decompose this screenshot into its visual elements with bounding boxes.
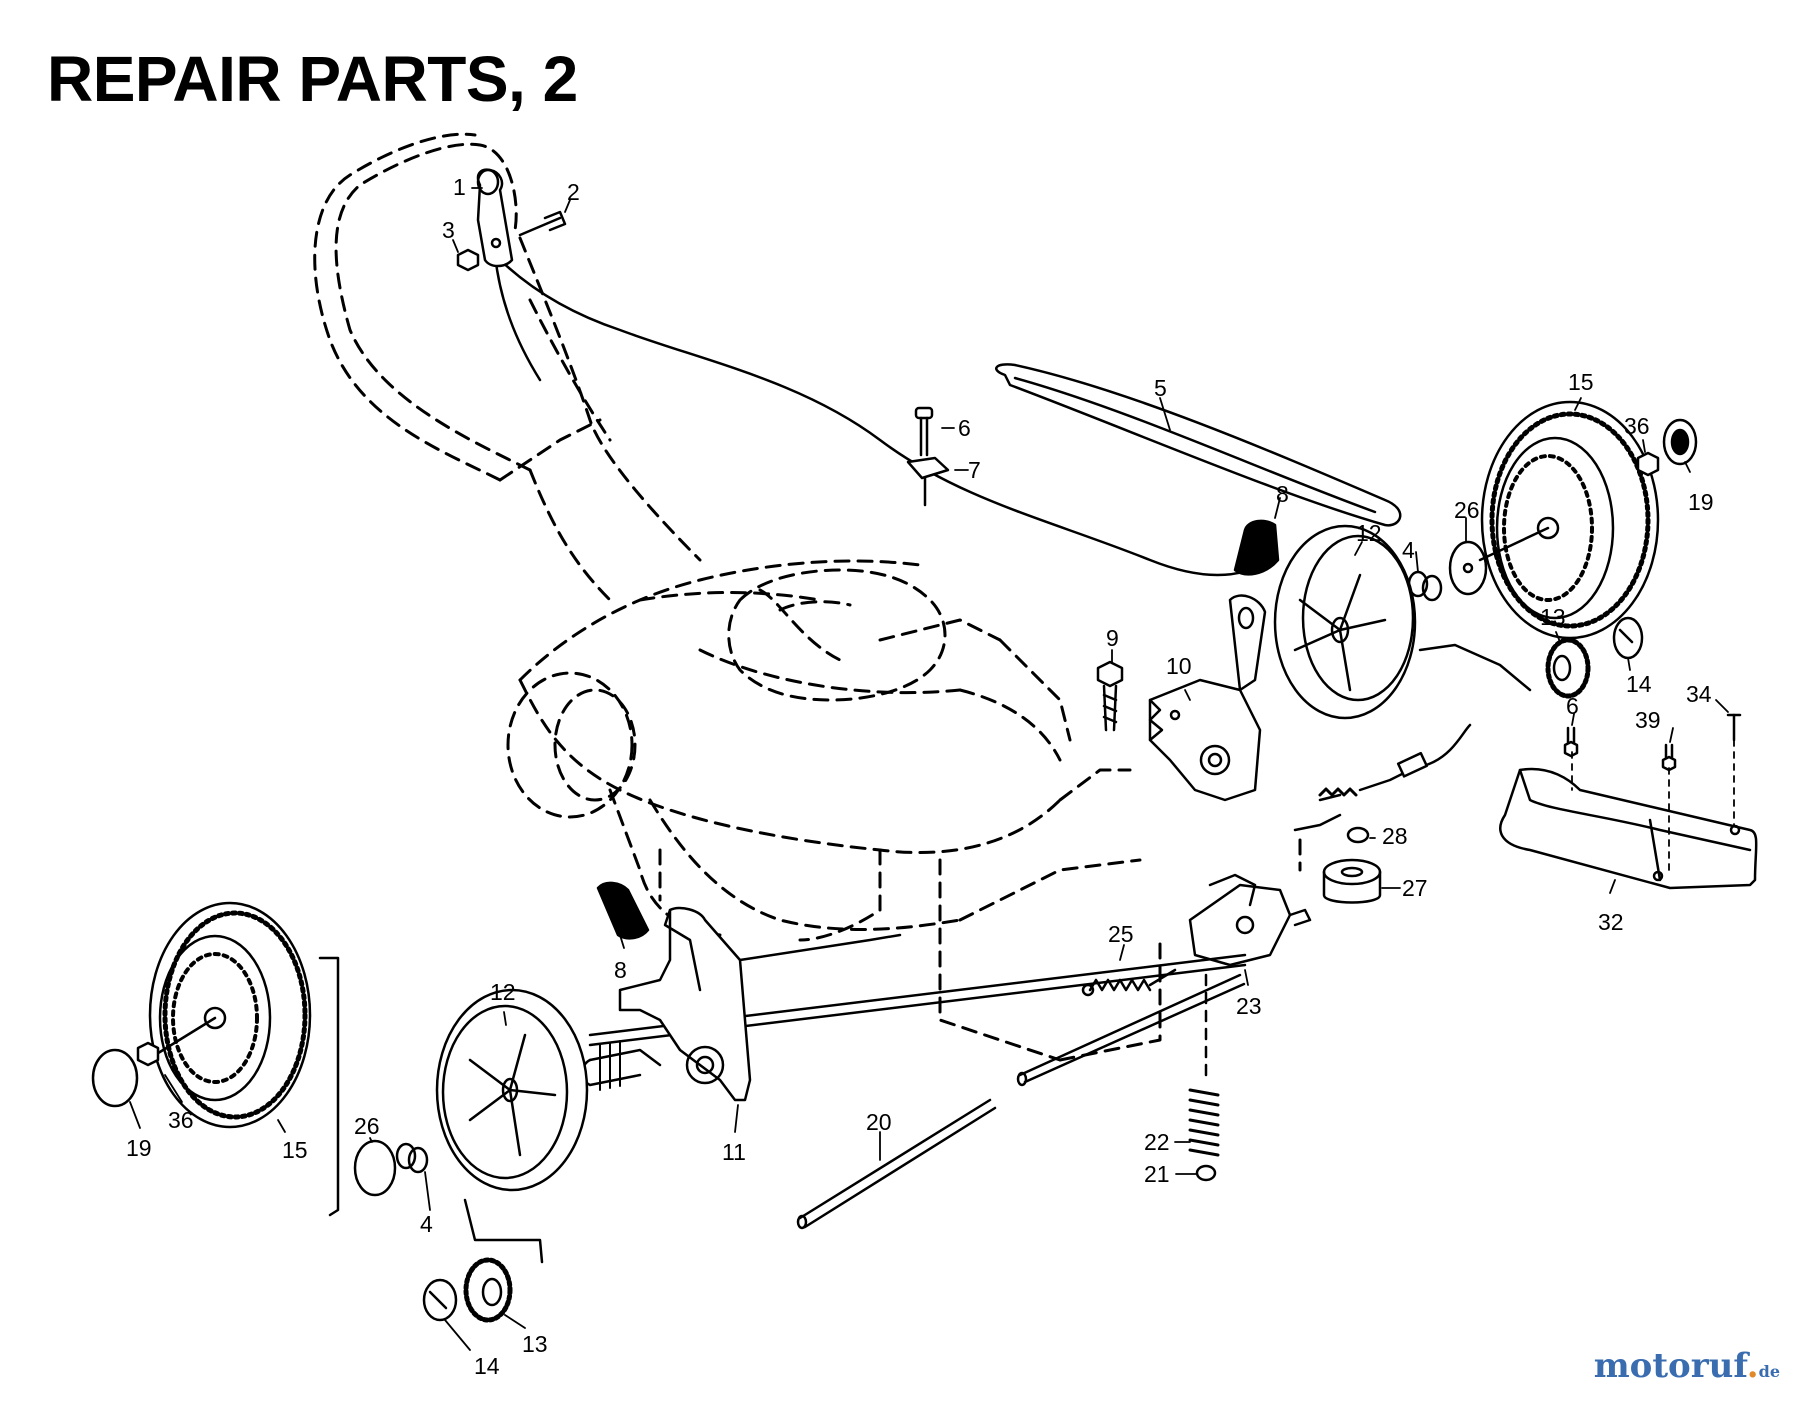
part-4-washers-left bbox=[395, 1142, 429, 1174]
part-6-screw-lower bbox=[1563, 726, 1579, 758]
leader-gear-right bbox=[1418, 643, 1532, 692]
callout-27: 27 bbox=[1402, 875, 1428, 901]
page-title: REPAIR PARTS, 2 bbox=[47, 43, 578, 115]
part-3-nut bbox=[456, 248, 480, 272]
part-23-gearbox bbox=[1188, 873, 1312, 967]
callout-19-right: 19 bbox=[1688, 489, 1714, 515]
callout-19-left: 19 bbox=[126, 1135, 152, 1161]
callout-28: 28 bbox=[1382, 823, 1408, 849]
callout-34: 34 bbox=[1686, 681, 1712, 707]
part-19-hubcap-right bbox=[1662, 418, 1698, 466]
part-26-spacer-right bbox=[1448, 540, 1488, 596]
part-15-left-wheel bbox=[148, 901, 312, 1129]
part-7-clip bbox=[906, 456, 950, 507]
part-12-left-hubcap bbox=[435, 988, 589, 1192]
part-19-hubcap-left bbox=[91, 1048, 139, 1108]
callout-12-right: 12 bbox=[1356, 520, 1382, 546]
watermark-name: motoruf bbox=[1593, 1346, 1747, 1386]
callout-leaders bbox=[129, 187, 1729, 1351]
callout-26-right: 26 bbox=[1454, 497, 1480, 523]
callout-5: 5 bbox=[1154, 375, 1167, 401]
part-28-nut bbox=[1346, 826, 1370, 844]
callout-10: 10 bbox=[1166, 653, 1192, 679]
callout-15-left: 15 bbox=[282, 1137, 308, 1163]
callout-6-lower: 6 bbox=[1566, 693, 1579, 719]
part-15-right-wheel bbox=[1478, 400, 1660, 640]
part-36-nut-left bbox=[136, 1041, 160, 1067]
watermark-logo: motoruf.de bbox=[1593, 1346, 1780, 1386]
callout-13-right: 13 bbox=[1540, 604, 1566, 630]
part-12-right-hubcap bbox=[1273, 524, 1417, 720]
part-1-control-bracket bbox=[476, 168, 514, 268]
callout-22: 22 bbox=[1144, 1129, 1170, 1155]
part-21-nut bbox=[1195, 1164, 1217, 1182]
part-26-spacer-left bbox=[353, 1139, 397, 1197]
part-2-screw bbox=[518, 210, 567, 237]
part-27-pulley bbox=[1322, 858, 1382, 904]
callout-4-left: 4 bbox=[420, 1211, 433, 1237]
callout-8-lower: 8 bbox=[614, 957, 627, 983]
callout-39: 39 bbox=[1635, 707, 1661, 733]
part-4-washers-right bbox=[1407, 570, 1443, 602]
part-11-left-drive-housing bbox=[581, 906, 902, 1102]
callout-8-upper: 8 bbox=[1276, 481, 1289, 507]
callout-9: 9 bbox=[1106, 625, 1119, 651]
callout-3: 3 bbox=[442, 217, 455, 243]
callout-13-left: 13 bbox=[522, 1331, 548, 1357]
callout-21: 21 bbox=[1144, 1161, 1170, 1187]
part-10-right-housing bbox=[1148, 594, 1267, 802]
callout-36-left: 36 bbox=[168, 1107, 194, 1133]
part-39-screw bbox=[1661, 743, 1677, 772]
callout-14-right: 14 bbox=[1626, 671, 1652, 697]
part-8-cover-lower bbox=[596, 881, 650, 940]
part-13-gear-right bbox=[1545, 637, 1591, 699]
callout-labels: 1 2 3 5 6 7 8 9 10 12 4 26 15 36 19 13 1… bbox=[126, 174, 1714, 1379]
part-6-bolt-upper bbox=[914, 406, 934, 457]
part-32-cover-plate bbox=[1499, 739, 1758, 890]
leader-bracket-left-gear bbox=[463, 1198, 544, 1264]
callout-14-left: 14 bbox=[474, 1353, 500, 1379]
part-8-cover-upper bbox=[1233, 519, 1280, 576]
callout-6-upper: 6 bbox=[958, 415, 971, 441]
part-36-nut-right bbox=[1636, 451, 1660, 477]
callout-36-right: 36 bbox=[1624, 413, 1650, 439]
drive-control-cable bbox=[493, 253, 1272, 577]
callout-12-left: 12 bbox=[490, 979, 516, 1005]
callout-20: 20 bbox=[866, 1109, 892, 1135]
callout-7: 7 bbox=[968, 457, 981, 483]
watermark-tld: de bbox=[1758, 1362, 1780, 1381]
mower-outline-dashed bbox=[313, 132, 1302, 1062]
drive-cable-right bbox=[1293, 723, 1472, 832]
part-14-clip-right bbox=[1612, 616, 1644, 660]
part-20-rod bbox=[796, 1098, 997, 1230]
callout-25: 25 bbox=[1108, 921, 1134, 947]
part-13-gear-left bbox=[463, 1257, 513, 1323]
callout-15-right: 15 bbox=[1568, 369, 1594, 395]
callout-32: 32 bbox=[1598, 909, 1624, 935]
part-9-bolt bbox=[1096, 660, 1124, 732]
callout-4-right: 4 bbox=[1402, 537, 1415, 563]
callout-11: 11 bbox=[722, 1139, 746, 1165]
callout-26-left: 26 bbox=[354, 1113, 380, 1139]
part-14-clip-left bbox=[422, 1278, 458, 1322]
callout-1: 1 bbox=[453, 174, 466, 200]
part-22-spring bbox=[1188, 1088, 1220, 1157]
callout-2: 2 bbox=[567, 179, 580, 205]
callout-23: 23 bbox=[1236, 993, 1262, 1019]
part-34-screw bbox=[1726, 713, 1742, 742]
leader-bracket-left bbox=[318, 956, 340, 1217]
part-5-belt bbox=[995, 363, 1402, 527]
